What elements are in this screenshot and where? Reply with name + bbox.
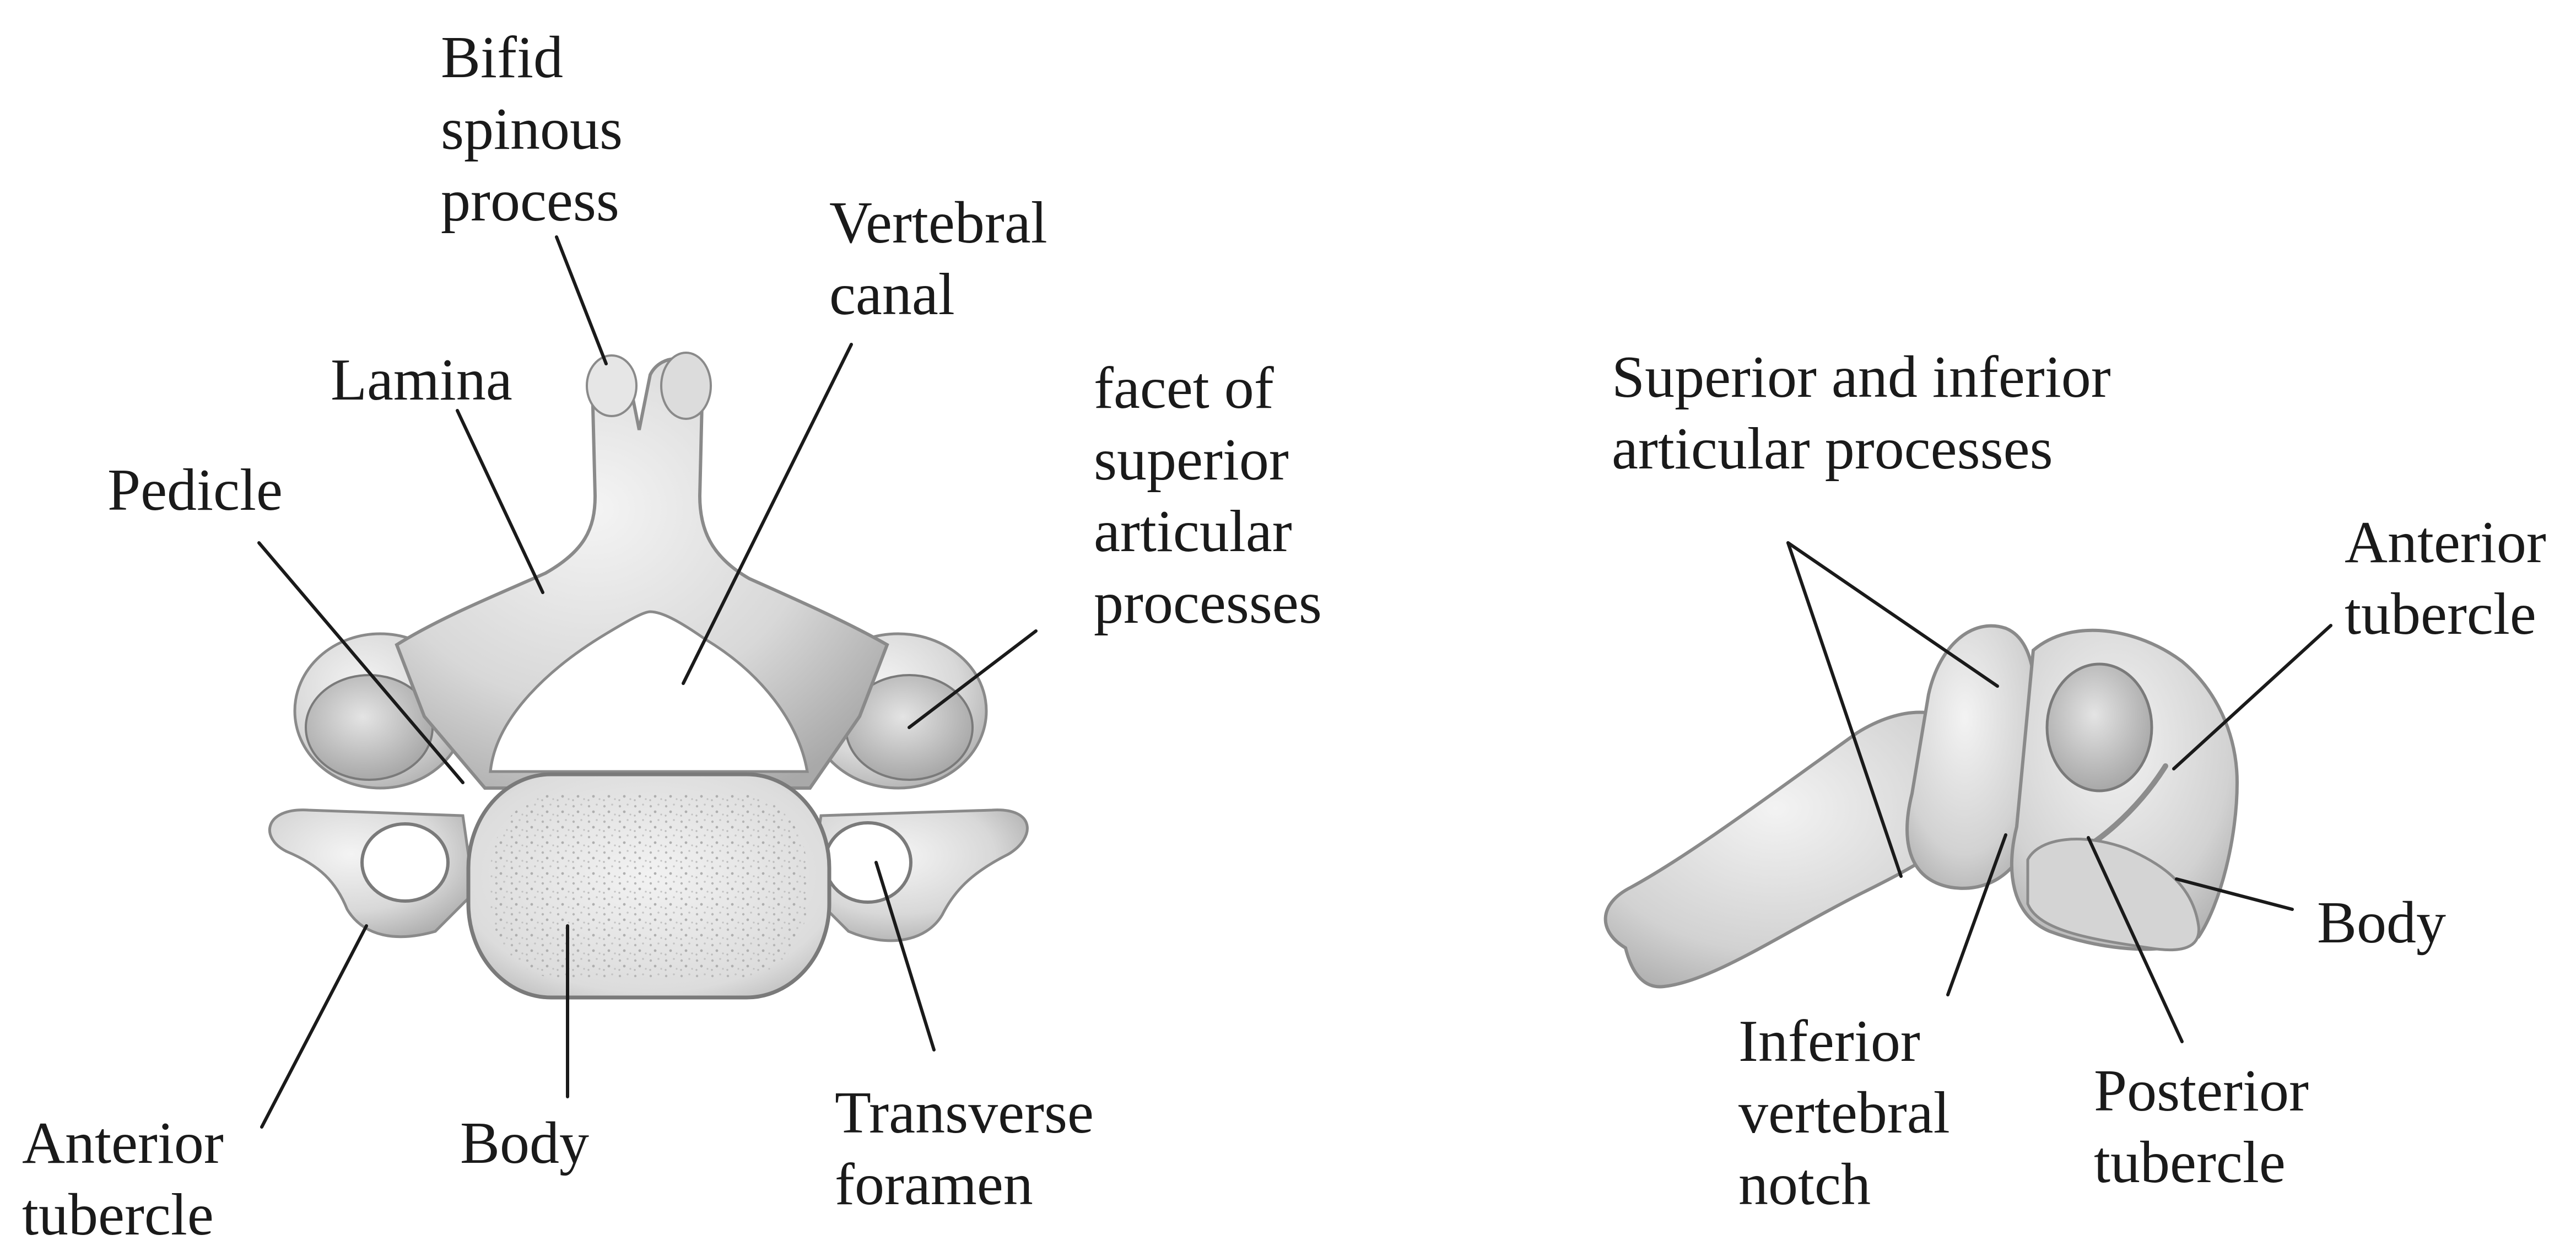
label-line: superior [1094, 424, 1322, 496]
label-line: processes [1094, 568, 1322, 639]
label-line: spinous [441, 94, 623, 165]
spinous-tip-left [587, 355, 636, 416]
label-line: articular processes [1612, 413, 2111, 485]
vertebral-body-texture [490, 794, 807, 978]
label-line: Inferior [1738, 1006, 1950, 1077]
label-line: Body [460, 1108, 589, 1179]
label-body-left: Body [460, 1108, 589, 1179]
label-lamina: Lamina [331, 344, 512, 416]
label-line: Posterior [2094, 1055, 2309, 1127]
label-line: Lamina [331, 344, 512, 416]
leader-lamina [457, 411, 543, 592]
label-line: canal [829, 259, 1047, 331]
superior-view-vertebra [269, 353, 1027, 997]
lateral-superior-facet [2047, 664, 2152, 791]
label-pedicle: Pedicle [107, 455, 283, 526]
label-line: facet of [1094, 353, 1322, 424]
leader-bifid-spinous [557, 237, 606, 364]
lateral-view-vertebra [1606, 626, 2237, 987]
label-line: Bifid [441, 22, 623, 94]
label-line: articular [1094, 496, 1322, 568]
label-facet-superior-articular: facet of superior articular processes [1094, 353, 1322, 639]
label-line: notch [1738, 1149, 1950, 1221]
label-inferior-vertebral-notch: Inferior vertebral notch [1738, 1006, 1950, 1221]
label-bifid-spinous-process: Bifid spinous process [441, 22, 623, 237]
label-line: Anterior [2345, 507, 2546, 579]
label-line: foramen [835, 1149, 1094, 1221]
label-line: vertebral [1738, 1077, 1950, 1149]
label-anterior-tubercle-left: Anterior tubercle [22, 1108, 224, 1251]
label-line: Superior and inferior [1612, 342, 2111, 413]
label-posterior-tubercle: Posterior tubercle [2094, 1055, 2309, 1199]
right-transverse-foramen [825, 823, 911, 902]
label-line: Pedicle [107, 455, 283, 526]
label-line: Body [2317, 887, 2446, 959]
label-line: Anterior [22, 1108, 224, 1179]
left-transverse-foramen [362, 824, 448, 901]
leader-anterior-tubercle-left [262, 926, 366, 1127]
label-transverse-foramen: Transverse foramen [835, 1077, 1094, 1221]
label-line: tubercle [22, 1179, 224, 1251]
label-line: tubercle [2345, 579, 2546, 650]
label-line: Transverse [835, 1077, 1094, 1149]
spinous-tip-right [661, 353, 711, 419]
label-line: tubercle [2094, 1127, 2309, 1199]
label-line: process [441, 165, 623, 237]
label-line: Vertebral [829, 187, 1047, 259]
label-articular-processes: Superior and inferior articular processe… [1612, 342, 2111, 485]
label-vertebral-canal: Vertebral canal [829, 187, 1047, 331]
leader-articular-upper [1788, 543, 1997, 686]
label-anterior-tubercle-right: Anterior tubercle [2345, 507, 2546, 650]
label-body-right: Body [2317, 887, 2446, 959]
